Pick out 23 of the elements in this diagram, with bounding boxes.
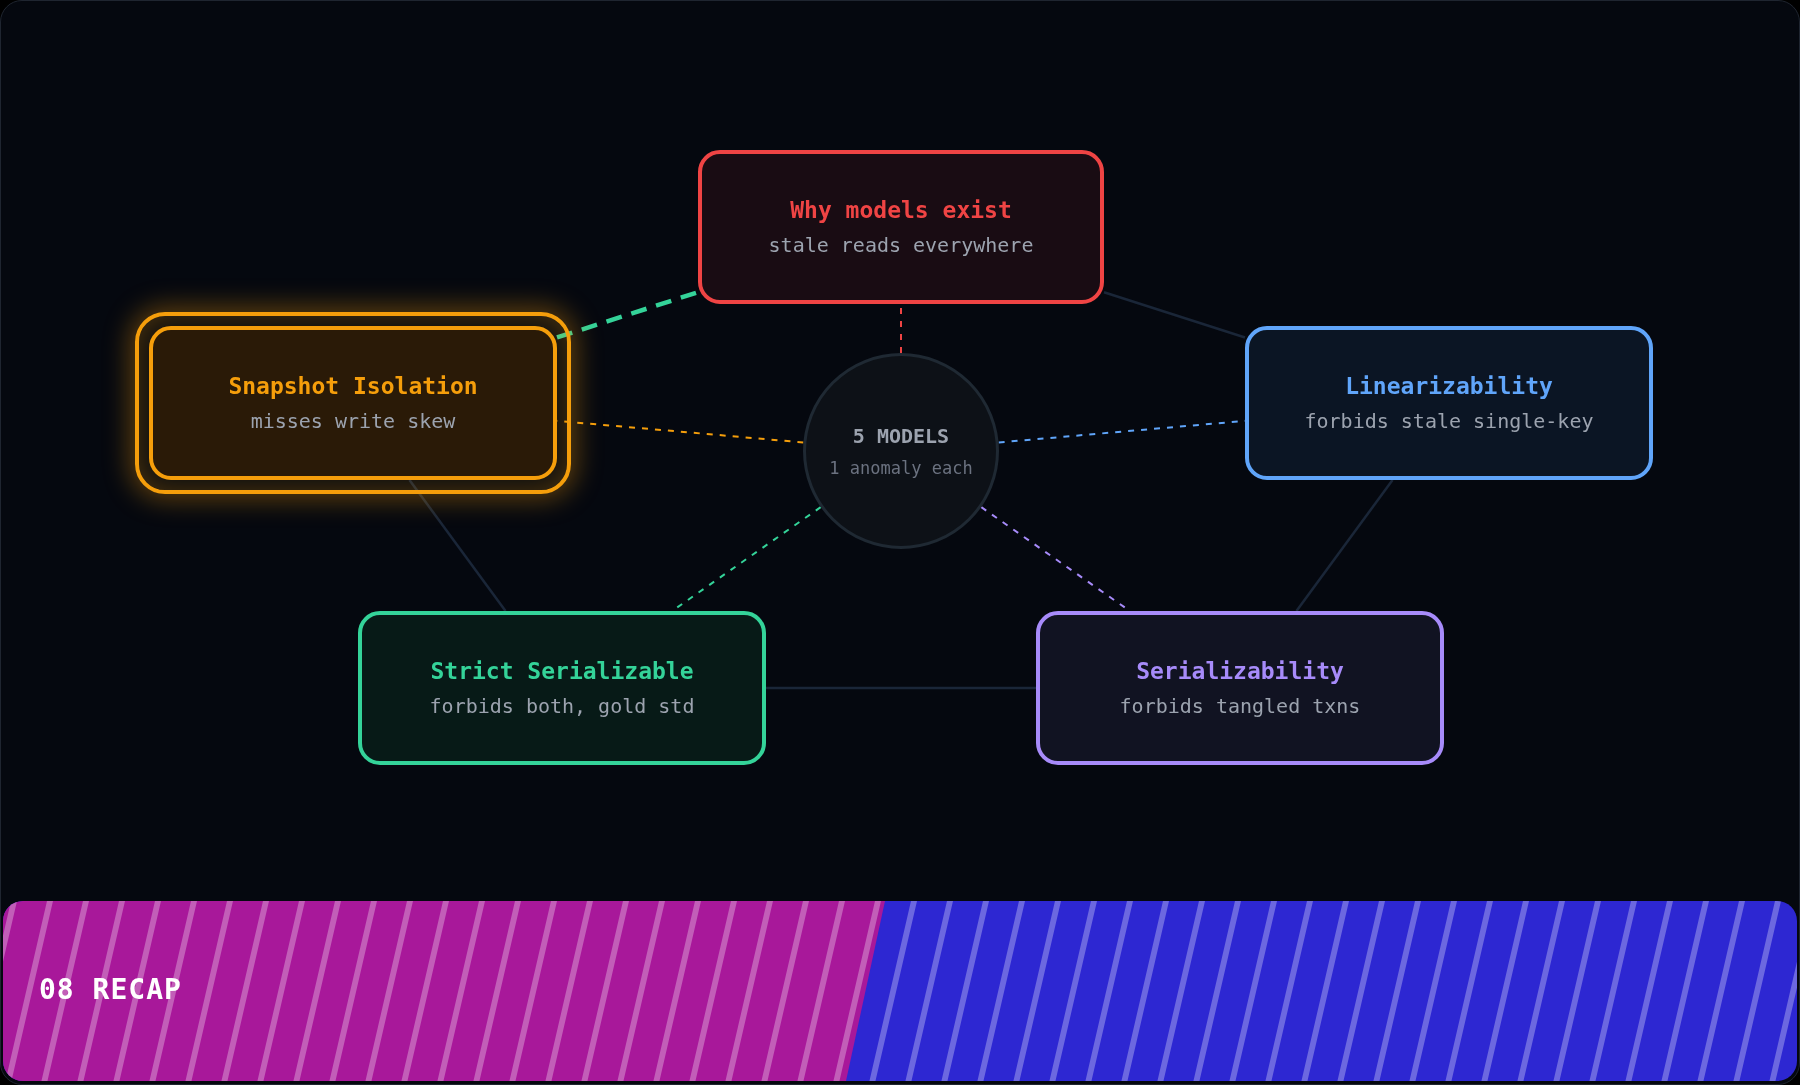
connector-line <box>408 479 507 612</box>
card-title: Linearizability <box>1345 373 1553 399</box>
card-subtitle: forbids tangled txns <box>1119 694 1361 718</box>
model-card <box>1036 611 1444 765</box>
model-card <box>149 326 557 480</box>
card-title: Serializability <box>1136 658 1344 684</box>
highlight-connector <box>556 290 699 340</box>
card-subtitle: misses write skew <box>250 409 456 433</box>
connector-line <box>1295 479 1394 612</box>
card-subtitle: forbids stale single-key <box>1304 409 1594 433</box>
card-title: Why models exist <box>790 197 1012 223</box>
section-label: 08 RECAP <box>39 973 182 1006</box>
connector-line <box>1103 291 1246 339</box>
card-title: Strict Serializable <box>430 658 694 684</box>
card-subtitle: 1 anomaly each <box>829 458 973 478</box>
card-subtitle: forbids both, gold std <box>429 694 695 718</box>
model-card <box>698 150 1104 304</box>
connector-line <box>766 686 1036 690</box>
model-card <box>1245 326 1653 480</box>
card-title: Snapshot Isolation <box>228 373 478 399</box>
model-card <box>358 611 766 765</box>
card-title: 5 MODELS <box>852 424 950 448</box>
card-subtitle: stale reads everywhere <box>768 233 1034 257</box>
